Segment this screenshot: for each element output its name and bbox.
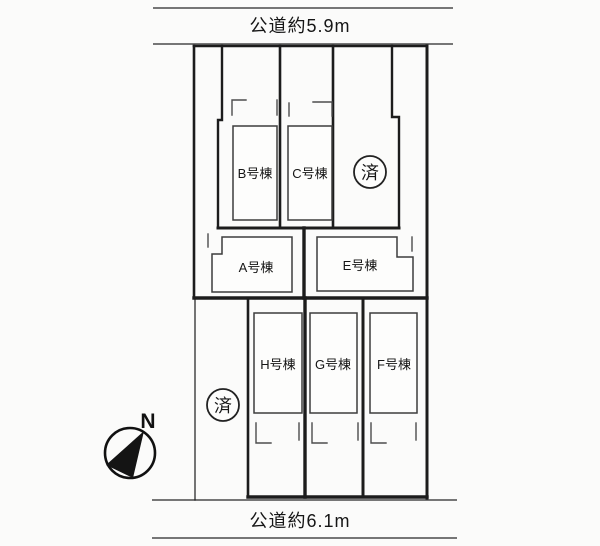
- building-e-label: E号棟: [343, 258, 378, 273]
- parking-bracket-g: [311, 422, 328, 444]
- building-g-outline: [309, 312, 358, 414]
- top-road: 公道約5.9m: [153, 7, 453, 45]
- parking-bracket-c: [312, 101, 333, 117]
- plot-g: G号棟: [309, 312, 358, 414]
- sold-circle-lower: [206, 388, 240, 422]
- plot-e: E号棟: [316, 236, 414, 292]
- building-c-label: C号棟: [292, 166, 327, 181]
- building-c-outline: [287, 125, 333, 221]
- bottom-road-label: 公道約6.1m: [249, 511, 350, 531]
- parking-bracket-f: [370, 422, 387, 444]
- sold-circle-upper: [353, 155, 387, 189]
- plot-a: A号棟: [211, 236, 293, 293]
- building-a-label: A号棟: [239, 260, 274, 275]
- plot-h: H号棟: [253, 312, 303, 414]
- sold-label-upper: 済: [361, 163, 379, 183]
- divider-right-strip: [390, 44, 401, 230]
- compass-needle-icon: [106, 431, 144, 478]
- building-a-outline: [211, 236, 293, 293]
- sold-badge-lower: 済: [206, 388, 240, 422]
- plot-b: B号棟: [232, 125, 278, 221]
- bottom-road: 公道約6.1m: [152, 499, 457, 539]
- building-h-label: H号棟: [260, 357, 295, 372]
- sold-label-lower: 済: [214, 396, 232, 416]
- plot-c: C号棟: [287, 125, 333, 221]
- building-g-label: G号棟: [315, 357, 351, 372]
- compass-north-label: N: [140, 410, 155, 433]
- top-road-label: 公道約5.9m: [249, 16, 350, 36]
- site-boundaries: [192, 44, 429, 501]
- parking-bracket-b: [231, 99, 247, 116]
- buildings: B号棟 C号棟 A号棟 E号棟 H号棟 G号棟 F号棟: [211, 125, 418, 414]
- building-f-outline: [369, 312, 418, 414]
- parking-marks: [207, 99, 417, 444]
- compass: N: [103, 410, 157, 480]
- building-h-outline: [253, 312, 303, 414]
- building-b-outline: [232, 125, 278, 221]
- sold-badge-upper: 済: [353, 155, 387, 189]
- plot-f: F号棟: [369, 312, 418, 414]
- compass-circle: [103, 426, 157, 480]
- divider-left-strip: [216, 44, 224, 230]
- building-f-label: F号棟: [377, 357, 411, 372]
- parking-bracket-h: [255, 422, 272, 444]
- building-b-label: B号棟: [238, 166, 273, 181]
- building-e-outline: [316, 236, 414, 292]
